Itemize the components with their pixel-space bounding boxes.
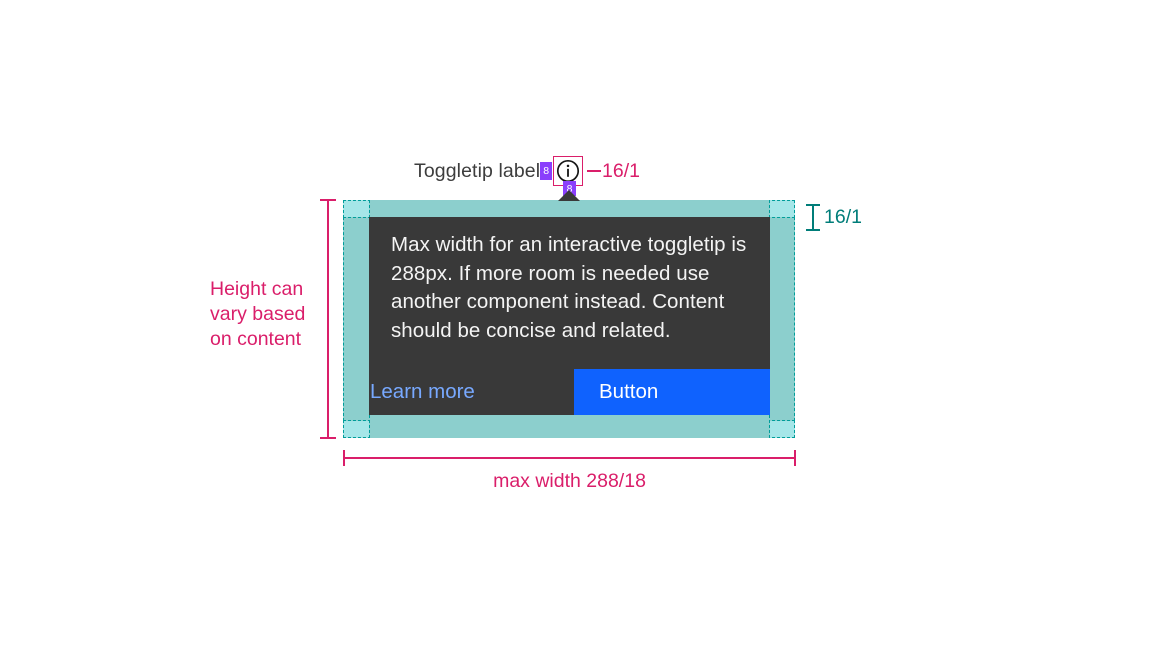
primary-action-button[interactable]: Button — [574, 369, 770, 415]
width-measure-cap-right — [794, 450, 796, 466]
learn-more-link[interactable]: Learn more — [370, 379, 475, 403]
padding-measure-line — [812, 204, 814, 231]
toggletip-label: Toggletip label — [414, 160, 541, 182]
height-measure-bar — [320, 199, 336, 439]
info-circle-icon[interactable] — [556, 159, 580, 183]
toggletip-trigger-row: Toggletip label 8 — [414, 156, 584, 186]
width-measure-bar — [343, 450, 796, 466]
spacing-badge-label-to-icon: 8 — [540, 162, 553, 180]
leader-line-to-top-measure — [587, 170, 601, 172]
height-measure-cap-bottom — [320, 437, 336, 439]
toggletip-action-row: Learn more Button — [369, 369, 770, 415]
toggletip-caret-icon — [558, 190, 580, 201]
measure-label-icon-size: 16/1 — [602, 160, 640, 182]
padding-annotation-text: 16/1 — [824, 206, 862, 228]
height-annotation-text: Height can vary based on content — [210, 278, 306, 350]
padding-measure-cap-bottom — [806, 229, 820, 231]
height-measure-line — [327, 199, 329, 439]
width-measure-line — [343, 457, 796, 459]
toggletip-surface: Max width for an interactive toggletip i… — [369, 217, 770, 415]
toggletip-body-text: Max width for an interactive toggletip i… — [391, 233, 747, 342]
width-annotation-text: max width 288/18 — [493, 470, 646, 492]
padding-measure-bar — [806, 204, 820, 231]
